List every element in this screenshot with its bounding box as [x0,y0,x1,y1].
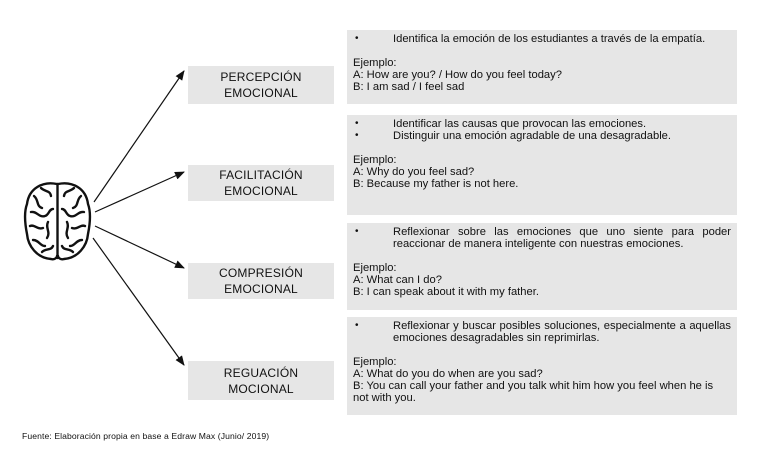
example-line: A: How are you? / How do you feel today? [353,69,562,81]
brain-icon [23,182,92,261]
category-label-compresion: COMPRESIÓN EMOCIONAL [188,263,334,299]
example-title: Ejemplo: [353,356,397,368]
example-line: B: I am sad / I feel sad [353,81,465,93]
description-box-regulacion: Reflexionar y buscar posibles soluciones… [347,317,737,415]
bullet-item: Reflexionar sobre las emociones que uno … [353,226,731,250]
example-line: B: You can call your father and you talk… [353,380,714,404]
example-line: B: I can speak about it with my father. [353,286,539,298]
category-label-line: FACILITACIÓN [219,168,303,182]
example-title: Ejemplo: [353,154,397,166]
arrow-facilitacion [94,171,185,213]
category-label-line: PERCEPCIÓN [220,70,302,84]
category-label-line: EMOCIONAL [224,184,298,198]
example-line: A: What can I do? [353,274,442,286]
example-title: Ejemplo: [353,262,397,274]
category-label-facilitacion: FACILITACIÓN EMOCIONAL [188,165,334,201]
source-footnote: Fuente: Elaboración propia en base a Edr… [22,431,270,441]
bullet-item: Reflexionar y buscar posibles soluciones… [353,320,731,344]
category-label-line: MOCIONAL [228,381,294,396]
bullet-item: Identificar las causas que provocan las … [353,118,731,130]
category-label-line: COMPRESIÓN [218,266,303,280]
example-line: B: Because my father is not here. [353,178,519,190]
arrow-compresion [94,225,185,269]
example-line: A: Why do you feel sad? [353,166,475,178]
category-label-regulacion: REGUACIÓN MOCIONAL [188,361,334,400]
description-box-facilitacion: Identificar las causas que provocan las … [347,115,737,215]
category-label-percepcion: PERCEPCIÓN EMOCIONAL [188,66,334,104]
category-label-line: EMOCIONAL [224,282,298,296]
bullet-item: Identifica la emoción de los estudiantes… [353,33,731,45]
category-label-line: EMOCIONAL [224,86,298,100]
arrow-regulacion [92,237,185,366]
description-box-percepcion: Identifica la emoción de los estudiantes… [347,30,737,104]
bullet-item: Distinguir una emoción agradable de una … [353,130,731,142]
example-line: A: What do you do when are you sad? [353,368,543,380]
category-label-line: REGUACIÓN [223,365,299,380]
description-box-compresion: Reflexionar sobre las emociones que uno … [347,223,737,310]
arrow-percepcion [93,70,185,203]
example-title: Ejemplo: [353,57,397,69]
